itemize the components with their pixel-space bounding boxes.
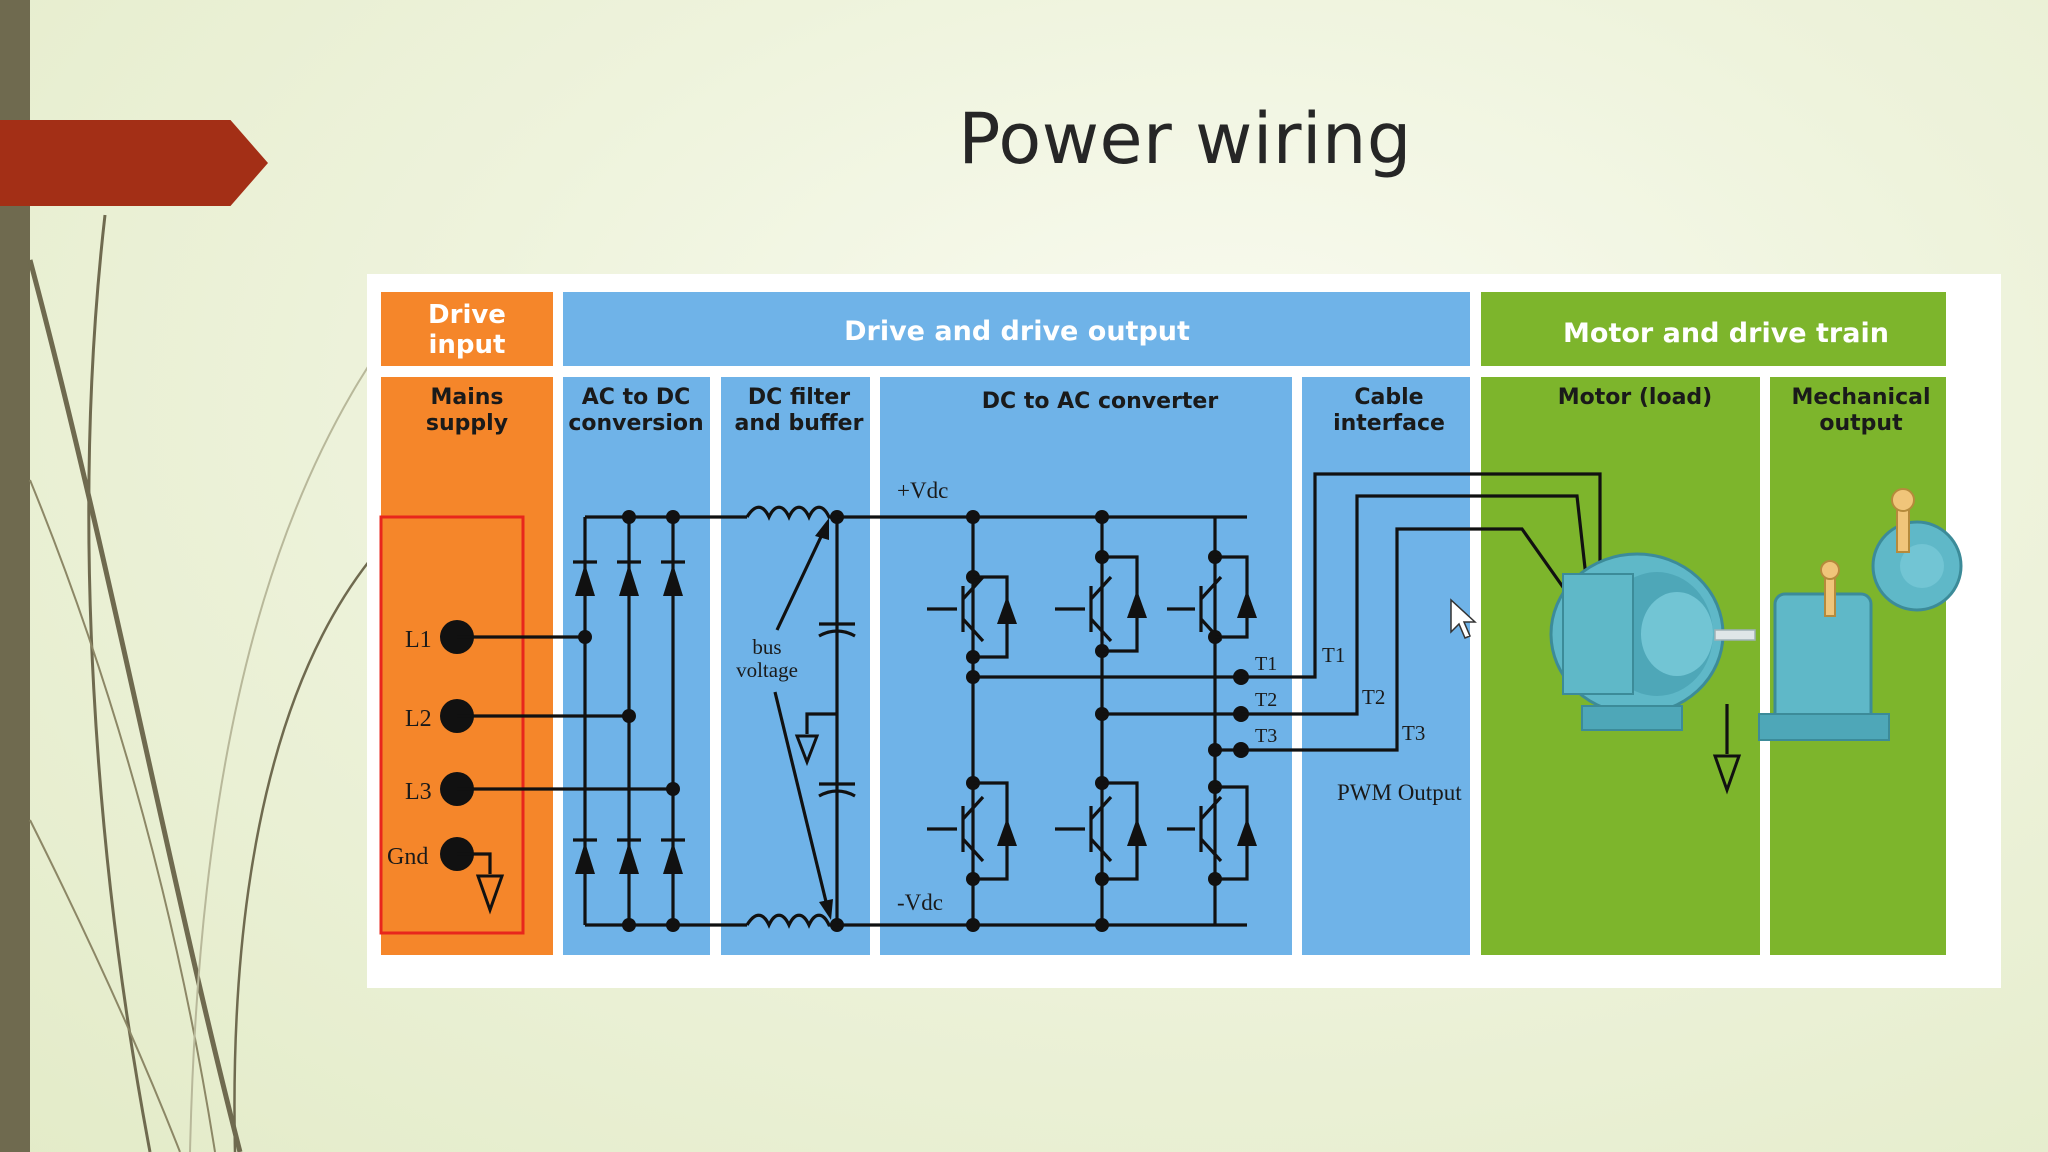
inverter-legs (927, 510, 1257, 932)
t3-outer-label: T3 (1402, 721, 1425, 745)
drive-input-header (381, 292, 553, 366)
t1-outer-label: T1 (1322, 643, 1345, 667)
terminal-gnd-label: Gnd (387, 844, 428, 870)
inductor-bottom (745, 913, 837, 929)
cable-label-1: Cable (1354, 385, 1423, 410)
mains-label-1: Mains (430, 385, 503, 410)
pos-vdc-label: +Vdc (897, 478, 948, 503)
cable-t2 (1241, 494, 1591, 716)
pwm-output-label: PWM Output (1337, 780, 1462, 805)
capacitor-bottom (818, 782, 856, 798)
t1-inner-label: T1 (1255, 653, 1277, 675)
dcac-label: DC to AC converter (982, 389, 1219, 414)
mech-label-1: Mechanical (1792, 385, 1931, 410)
drive-output-header (563, 292, 1470, 366)
motor-icon (1549, 552, 1756, 795)
acdc-label-2: conversion (568, 411, 703, 436)
motor-train-header (1481, 292, 1946, 366)
bus-voltage-label-1: bus (752, 635, 781, 659)
bus-voltage-label-2: voltage (736, 658, 798, 682)
dcfilter-label-2: and buffer (735, 411, 864, 436)
mains-label-2: supply (426, 411, 508, 436)
terminal-l1-label: L1 (405, 627, 432, 653)
input-terminal-box (379, 515, 525, 935)
acdc-label-1: AC to DC (582, 385, 691, 410)
cable-t3 (1241, 527, 1584, 752)
t2-outer-label: T2 (1362, 685, 1385, 709)
t3-inner-label: T3 (1255, 725, 1277, 747)
slide-title: Power wiring (958, 98, 1412, 180)
gnd-wire (457, 852, 492, 874)
rectifier-diodes (573, 560, 685, 874)
decorative-curves (27, 214, 400, 1152)
title-arrow-banner (0, 120, 268, 206)
cable-label-2: interface (1333, 411, 1445, 436)
t2-inner-label: T2 (1255, 689, 1277, 711)
mouse-cursor-icon (1450, 598, 1477, 639)
neg-vdc-label: -Vdc (897, 890, 943, 915)
dcfilter-label-1: DC filter (748, 385, 850, 410)
terminal-l2-label: L2 (405, 706, 432, 732)
dcac-column (880, 377, 1292, 955)
terminal-l3-label: L3 (405, 779, 432, 805)
bus-arrow-down (773, 691, 831, 915)
mid-gnd-icon (794, 734, 820, 767)
capacitor-top (818, 622, 856, 638)
cable-t1 (1241, 472, 1602, 679)
motor-label: Motor (load) (1558, 385, 1713, 410)
dcfilter-column (721, 377, 870, 955)
mech-label-2: output (1819, 411, 1903, 436)
mechanical-output-icon (1758, 488, 1963, 741)
drive-output-label: Drive and drive output (844, 316, 1190, 347)
mid-gnd-wire (805, 712, 837, 734)
inductor-top (745, 505, 837, 521)
gnd-icon (475, 874, 505, 915)
bus-arrow-up (775, 523, 829, 631)
motor-train-label: Motor and drive train (1563, 318, 1889, 349)
